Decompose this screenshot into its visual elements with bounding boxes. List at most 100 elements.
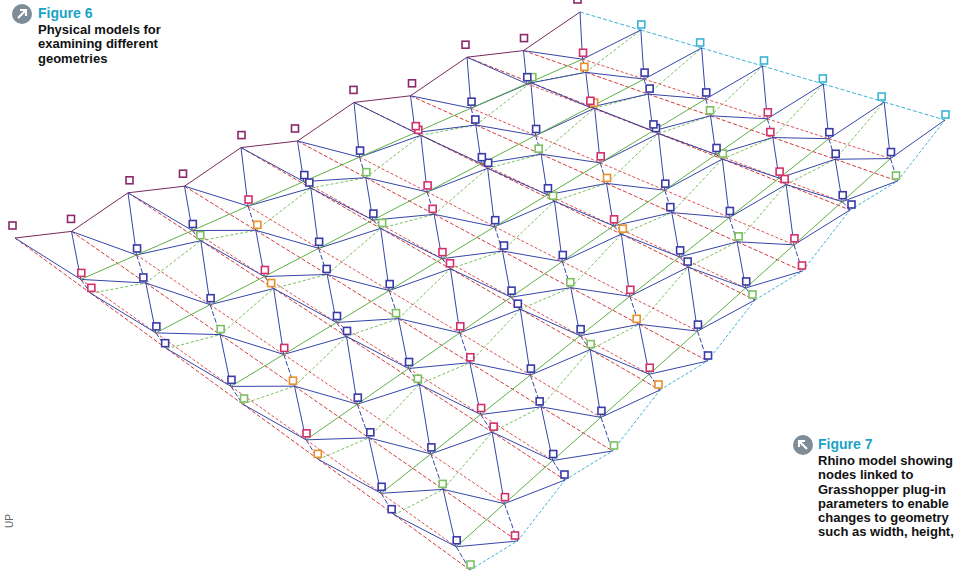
- truss-member: [746, 271, 803, 288]
- node-marker: [245, 196, 252, 203]
- truss-member: [460, 297, 511, 333]
- truss-member: [504, 480, 565, 504]
- truss-member: [471, 84, 527, 108]
- node-marker: [439, 480, 446, 487]
- node-marker: [776, 168, 783, 175]
- node-marker: [316, 238, 323, 245]
- truss-member: [511, 288, 571, 298]
- node-marker: [333, 313, 340, 320]
- truss-member: [304, 182, 373, 221]
- truss-member: [431, 454, 505, 504]
- truss-member: [394, 515, 456, 547]
- badge-circle: [793, 435, 813, 455]
- truss-member: [456, 541, 517, 547]
- truss-member: [541, 350, 590, 407]
- node-marker: [527, 365, 534, 372]
- truss-member: [231, 386, 306, 439]
- node-marker: [228, 376, 235, 383]
- truss-member: [427, 192, 495, 227]
- node-marker: [453, 537, 460, 544]
- truss-member: [319, 228, 381, 248]
- truss-member: [729, 178, 779, 217]
- node-marker: [521, 35, 528, 42]
- truss-member: [467, 57, 527, 83]
- truss-member: [653, 116, 711, 131]
- node-marker: [550, 192, 557, 199]
- truss-member: [729, 218, 794, 245]
- truss-member: [243, 404, 307, 440]
- figure-number: Figure 7: [818, 437, 958, 452]
- node-marker: [357, 147, 364, 154]
- truss-member: [536, 136, 542, 155]
- node-marker: [767, 129, 774, 136]
- node-marker: [667, 204, 674, 211]
- truss-member: [399, 319, 460, 333]
- node-marker: [292, 125, 299, 132]
- truss-member: [201, 241, 274, 289]
- truss-member: [803, 210, 851, 271]
- node-marker: [153, 323, 160, 330]
- node-marker: [467, 561, 474, 568]
- truss-member: [201, 241, 265, 277]
- truss-member: [630, 257, 680, 296]
- truss-member: [366, 135, 421, 177]
- badge-arrow: [799, 441, 807, 449]
- node-marker: [350, 86, 357, 93]
- node-marker: [677, 247, 684, 254]
- truss-member: [659, 134, 717, 155]
- node-marker: [126, 177, 133, 184]
- truss-member: [665, 155, 716, 191]
- truss-member: [773, 138, 829, 139]
- node-marker: [713, 145, 720, 152]
- truss-member: [470, 363, 531, 375]
- truss-member: [531, 83, 595, 108]
- truss-member: [660, 361, 708, 390]
- truss-member: [850, 181, 898, 210]
- truss-member: [336, 323, 408, 369]
- truss-member: [256, 230, 319, 248]
- badge-arrow: [18, 10, 26, 18]
- truss-member: [621, 234, 679, 257]
- truss-member: [580, 336, 649, 375]
- node-marker: [162, 340, 169, 347]
- truss-member: [306, 404, 357, 440]
- truss-member: [829, 102, 884, 139]
- truss-member: [583, 59, 645, 79]
- truss-member: [527, 72, 586, 83]
- truss-member: [659, 116, 711, 134]
- node-marker: [655, 381, 662, 388]
- truss-member: [210, 289, 274, 305]
- truss-member: [492, 432, 565, 480]
- truss-member: [360, 135, 421, 157]
- truss-member: [241, 141, 298, 148]
- node-marker: [839, 192, 846, 199]
- truss-member: [354, 96, 411, 103]
- truss-member: [729, 185, 786, 218]
- node-marker: [611, 216, 618, 223]
- truss-member: [649, 361, 707, 374]
- node-marker: [533, 126, 540, 133]
- truss-member: [706, 66, 763, 99]
- truss-member: [607, 183, 665, 190]
- node-marker: [314, 450, 321, 457]
- truss-member: [688, 267, 746, 288]
- truss-member: [470, 363, 541, 407]
- figure-caption: Rhino model showing nodes linked to Gras…: [818, 454, 958, 540]
- truss-member: [264, 277, 273, 289]
- truss-member: [456, 504, 504, 547]
- truss-member: [590, 350, 660, 390]
- truss-member: [680, 242, 738, 257]
- node-marker: [217, 326, 224, 333]
- node-marker: [887, 149, 894, 156]
- truss-member: [621, 234, 688, 267]
- truss-member: [15, 238, 81, 279]
- truss-member: [381, 228, 451, 268]
- truss-member: [167, 349, 231, 387]
- node-marker: [619, 225, 626, 232]
- truss-member: [443, 489, 504, 503]
- node-marker: [424, 182, 431, 189]
- truss-member: [737, 242, 794, 245]
- truss-member: [697, 300, 755, 331]
- truss-member: [369, 438, 443, 490]
- truss-member: [369, 438, 431, 454]
